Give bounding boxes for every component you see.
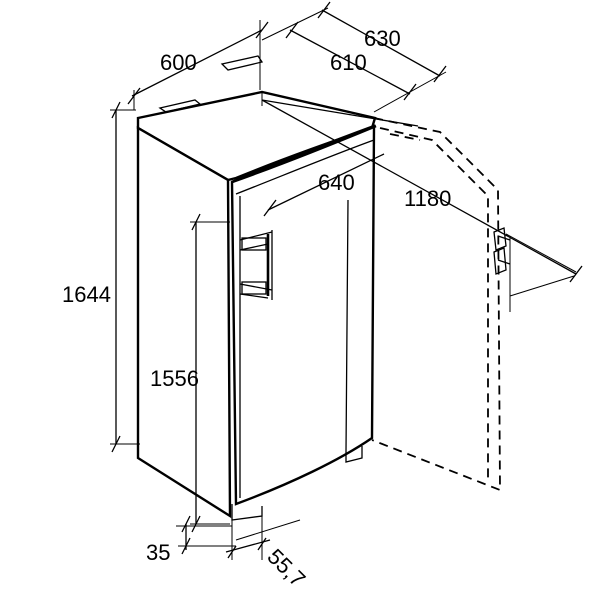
top-recess-right [220,55,264,71]
top-recess-left [158,99,202,113]
dim-depth-body: 610 [285,21,417,101]
label-door-height: 1556 [150,366,199,391]
dim-foot-offset: 55,7 [225,516,310,592]
lid-front-lower [235,139,375,195]
dim-door-height: 1556 [150,213,230,533]
label-foot-offset: 55,7 [262,544,310,592]
fridge-cabinet [136,55,377,521]
label-depth-door: 640 [318,170,355,195]
dim-width: 600 [127,20,269,110]
door-handle [239,230,273,300]
label-depth-body: 610 [330,50,367,75]
label-depth-overall: 630 [364,26,401,51]
dim-depth-door: 640 [261,92,419,217]
lid-front [231,124,377,184]
cabinet-feet [231,446,363,521]
label-width: 600 [160,50,197,75]
cabinet-side [136,125,232,519]
door-edge [239,196,349,498]
cabinet-door [230,124,376,506]
label-depth-open: 1180 [404,186,451,211]
dim-depth-open: 1180 [261,99,583,312]
label-total-height: 1644 [62,282,111,307]
label-foot-height: 35 [146,540,170,565]
open-door-outline [371,117,511,492]
dim-foot-height: 35 [146,515,236,565]
floor-lines [231,519,301,542]
dim-total-height: 1644 [62,101,140,453]
